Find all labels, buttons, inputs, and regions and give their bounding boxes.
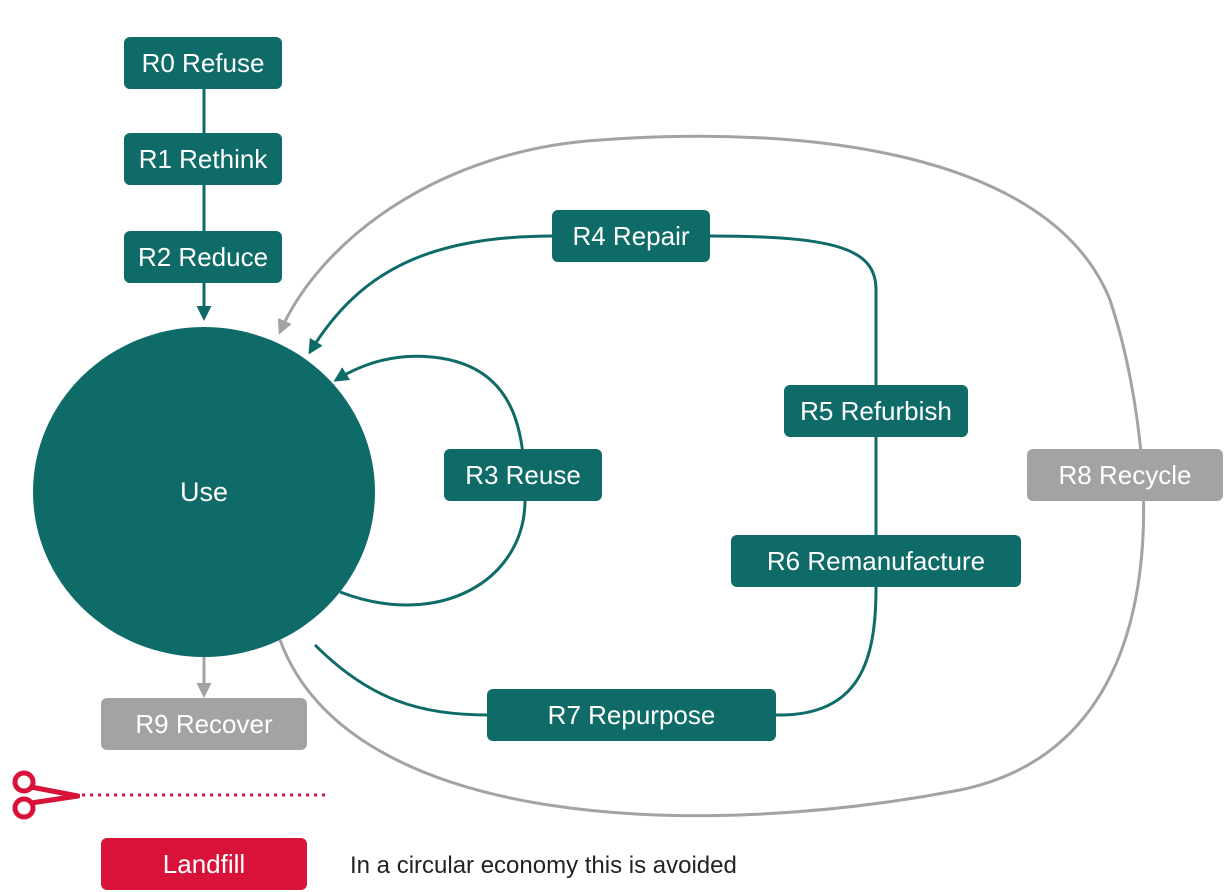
r8-recycle-box: R8 Recycle (1027, 449, 1223, 501)
r0-refuse-box: R0 Refuse (124, 37, 282, 89)
reuse-loop (333, 354, 527, 607)
r9-recover-box: R9 Recover (101, 698, 307, 750)
scissors-icon (12, 770, 80, 820)
r2-reduce-box: R2 Reduce (124, 231, 282, 283)
landfill-box: Landfill (101, 838, 307, 890)
r6-remanufacture-box: R6 Remanufacture (731, 535, 1021, 587)
repair-loop (308, 234, 878, 717)
landfill-note: In a circular economy this is avoided (350, 852, 737, 879)
r7-repurpose-box: R7 Repurpose (487, 689, 776, 741)
r4-repair-box: R4 Repair (552, 210, 710, 262)
recycle-loop (277, 134, 1146, 818)
r1-rethink-box: R1 Rethink (124, 133, 282, 185)
r3-reuse-box: R3 Reuse (444, 449, 602, 501)
r5-refurbish-box: R5 Refurbish (784, 385, 968, 437)
use-node: Use (33, 327, 375, 657)
